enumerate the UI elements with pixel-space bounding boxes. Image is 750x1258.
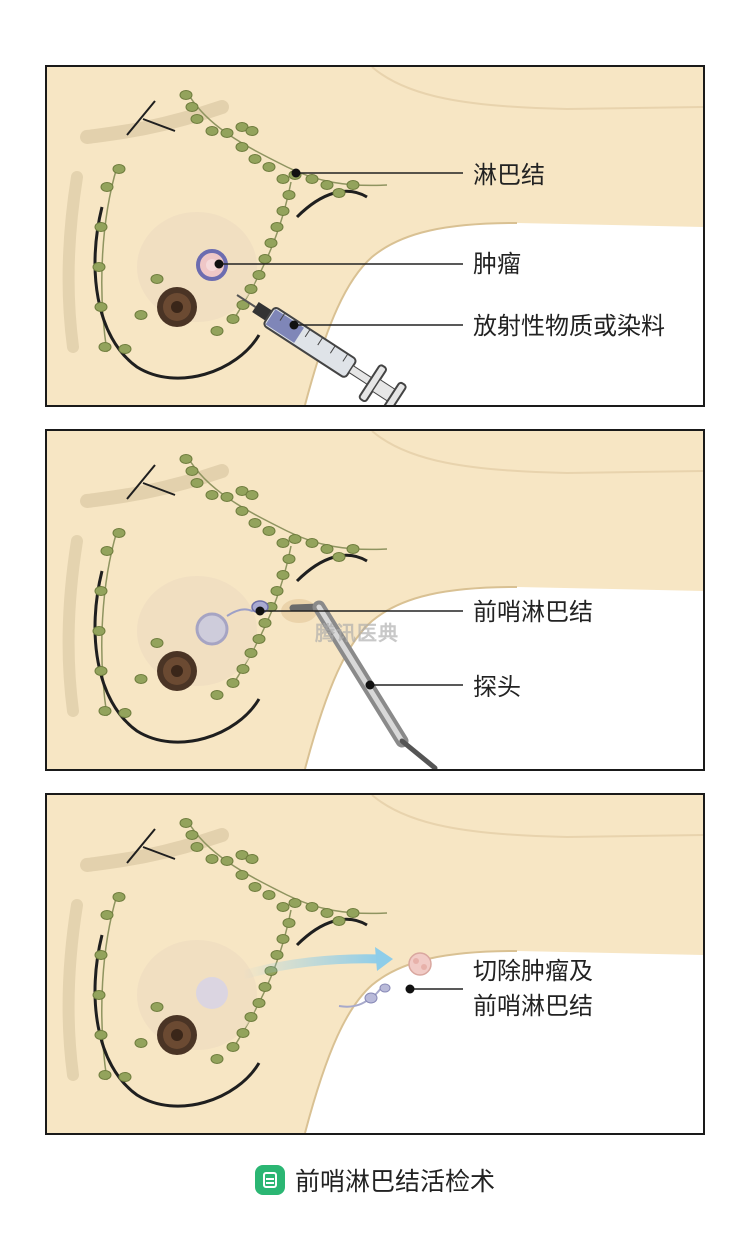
watermark: 腾讯医典: [315, 621, 399, 645]
panel-injection: 淋巴结 肿瘤 放射性物质或染料: [45, 65, 705, 407]
label-probe: 探头: [473, 673, 521, 701]
panel-excision: 切除肿瘤及 前哨淋巴结: [45, 793, 705, 1135]
syringe-icon: [236, 294, 407, 405]
label-excision-line1: 切除肿瘤及: [473, 957, 593, 985]
panel-probe: 腾讯医典 前哨淋巴结 探头: [45, 429, 705, 771]
figure-caption: 前哨淋巴结活检术: [0, 1160, 750, 1200]
anatomy-illustration: [47, 431, 703, 769]
excision-arrow: [238, 954, 386, 980]
probe-overlay: [195, 599, 463, 769]
label-tracer: 放射性物质或染料: [473, 312, 665, 340]
excision-overlay: [196, 947, 463, 1009]
excised-node: [364, 992, 378, 1004]
tumor-mark: [195, 612, 229, 646]
probe-icon: [289, 600, 438, 769]
document-icon: [254, 1165, 285, 1195]
caption-text: 前哨淋巴结活检术: [294, 1167, 495, 1196]
label-lymph-node: 淋巴结: [473, 161, 545, 189]
excised-tumor: [408, 952, 432, 976]
label-tumor: 肿瘤: [473, 250, 521, 278]
anatomy-illustration: [47, 795, 703, 1133]
label-sentinel-node: 前哨淋巴结: [473, 598, 593, 626]
injection-overlay: [196, 168, 463, 405]
label-excision-line2: 前哨淋巴结: [473, 992, 593, 1020]
excised-node: [379, 983, 391, 993]
